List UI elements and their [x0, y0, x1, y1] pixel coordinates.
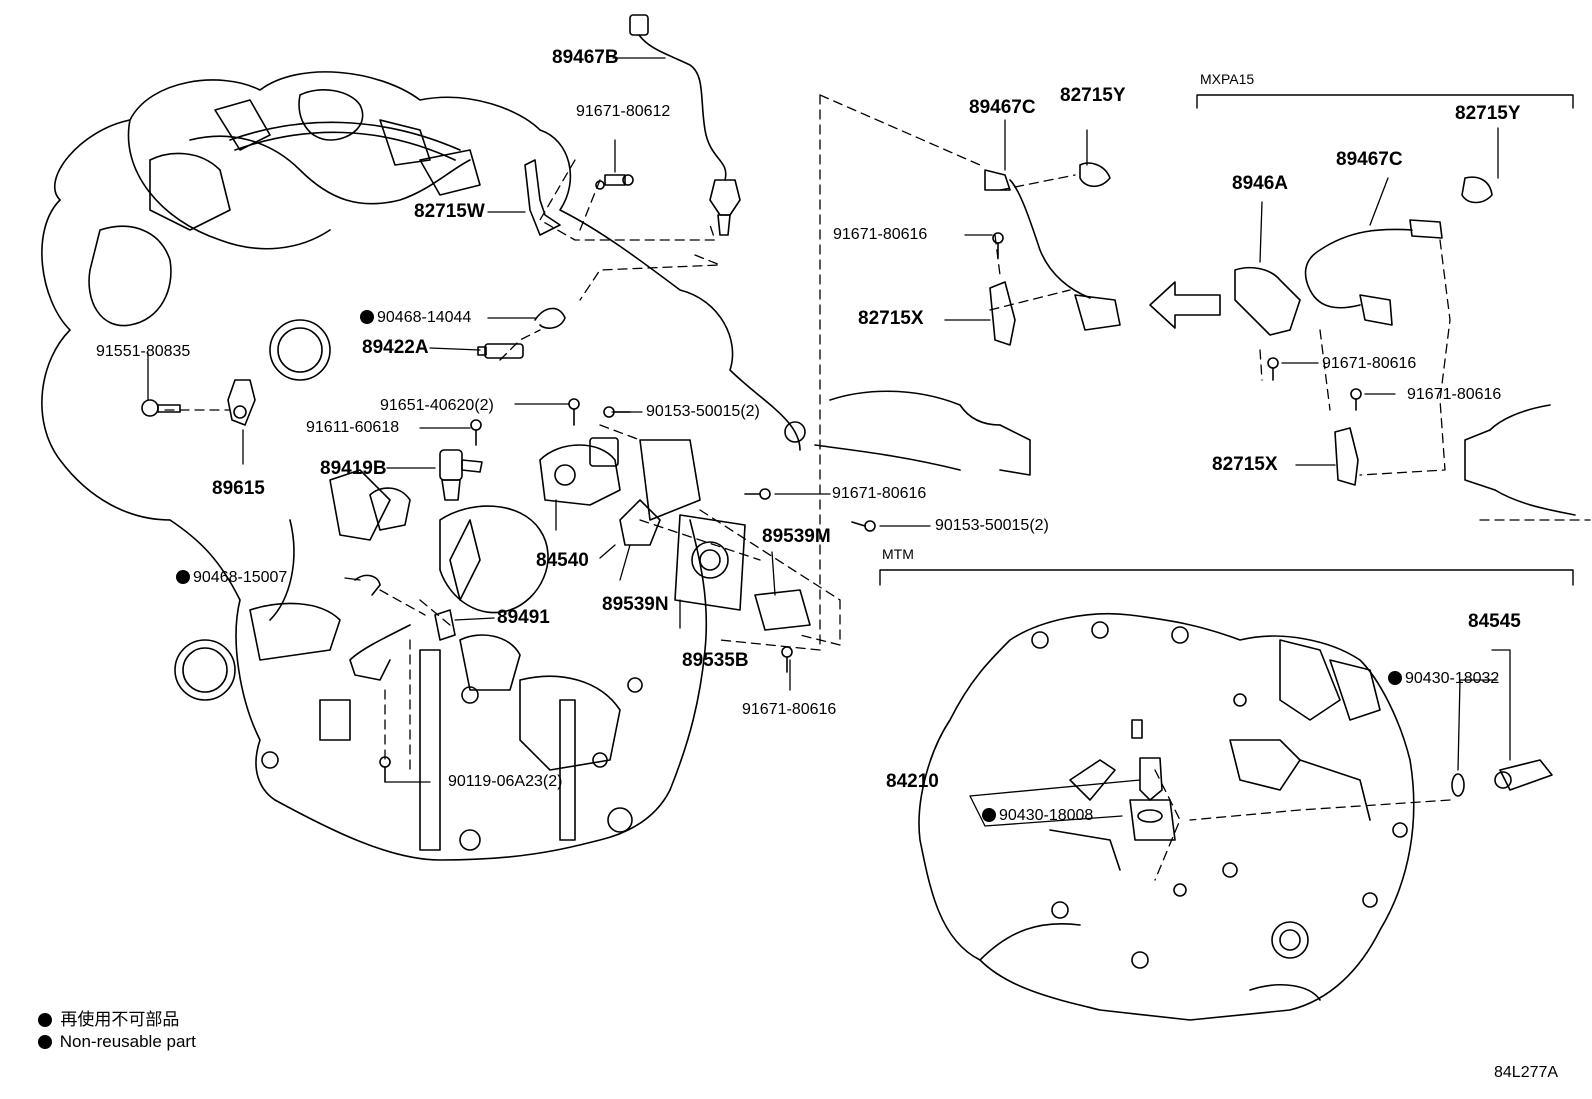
callout-84545: 84545 [1468, 611, 1521, 632]
bracket-82715X-right [1334, 427, 1359, 486]
small-bolts-left [379, 180, 876, 783]
non-reusable-marker-icon [176, 570, 190, 584]
bolt-91671-80616-mid [992, 232, 1004, 259]
callout-89422A: 89422A [362, 337, 429, 358]
o-ring [784, 421, 806, 443]
callout-90468-14044-text: 90468-14044 [377, 309, 472, 326]
callout-91671-80616-b: 91671-80616 [1322, 355, 1417, 372]
clip-82715Y-right [1461, 176, 1493, 204]
callout-8946A: 8946A [1232, 173, 1288, 194]
callout-89467C-right: 89467C [1336, 149, 1403, 170]
legend-jp: 再使用不可部品 [38, 1005, 179, 1030]
callout-91611-60618: 91611-60618 [306, 419, 400, 436]
callout-89467C-mid: 89467C [969, 97, 1036, 118]
sensor-89467C-mid [984, 169, 1121, 331]
label-mtm: MTM [882, 546, 914, 562]
bracket-82715W [524, 159, 561, 236]
callout-90119-06A23: 90119-06A23(2) [448, 773, 563, 790]
mxpa15-bracket [1196, 94, 1574, 109]
callout-82715W: 82715W [414, 201, 485, 222]
sensor-89615 [227, 379, 256, 426]
callout-82715Y-mid: 82715Y [1060, 85, 1126, 106]
sensor-89467B [629, 14, 741, 236]
callout-89491: 89491 [497, 607, 550, 628]
switch-84545 [1494, 759, 1553, 791]
mtm-bracket [879, 569, 1574, 586]
callout-91671-80616-d: 91671-80616 [832, 485, 927, 502]
bolt-91671-80612 [604, 174, 634, 186]
legend-jp-text: 再使用不可部品 [60, 1010, 180, 1030]
callout-84540: 84540 [536, 550, 589, 571]
gasket-90430-18032 [1451, 773, 1465, 797]
callout-90153-50015-a: 90153-50015(2) [646, 403, 760, 420]
dashed-lines [164, 94, 1591, 881]
bracket-82715X-mid [989, 281, 1016, 346]
ecu-89535B [674, 514, 746, 611]
non-reusable-marker-icon [982, 808, 996, 822]
sensor-89467C-right [1304, 219, 1443, 326]
bolt-91551-80835 [141, 399, 181, 417]
sensor-89419B [439, 449, 483, 501]
callout-90430-18008: 90430-18008 [982, 808, 1093, 824]
engine-assembly-outline [41, 71, 801, 861]
legend-dot-icon [38, 1013, 52, 1027]
switch-84210 [1131, 719, 1163, 801]
callout-82715Y-right: 82715Y [1455, 103, 1521, 124]
label-mxpa15: MXPA15 [1200, 71, 1255, 87]
bracket-89539M [754, 589, 811, 631]
leader-lines-mtm [969, 649, 1511, 827]
leader-lines-right [1259, 127, 1499, 466]
wire-harness-8946A [1234, 266, 1301, 336]
callout-91671-80616-c: 91671-80616 [1407, 386, 1502, 403]
leader-lines-mid [944, 119, 1088, 321]
clip-90468-15007 [354, 574, 381, 596]
callout-91671-80616-a: 91671-80616 [833, 226, 928, 243]
sensor-89422A [477, 343, 524, 359]
legend-en: Non-reusable part [38, 1032, 196, 1052]
direction-arrow [1149, 281, 1221, 329]
callout-89539M: 89539M [762, 526, 831, 547]
clip-90468-14044 [534, 307, 566, 329]
gasket-90430-18008 [1137, 809, 1163, 823]
callout-90153-50015-b: 90153-50015(2) [935, 517, 1049, 534]
callout-90468-14044: 90468-14044 [360, 310, 471, 326]
legend-dot-icon [38, 1035, 52, 1049]
callout-82715X-right: 82715X [1212, 454, 1278, 475]
callout-84210: 84210 [886, 771, 939, 792]
clip-82715Y-mid [1079, 162, 1111, 188]
bracket-89539N [619, 499, 661, 546]
leader-lines-left [147, 57, 931, 783]
callout-90430-18032: 90430-18032 [1388, 671, 1499, 687]
callout-91551-80835: 91551-80835 [96, 343, 191, 360]
callout-89535B: 89535B [682, 650, 749, 671]
callout-89467B-top: 89467B [552, 47, 619, 68]
mtm-transmission-outline [918, 612, 1415, 1021]
non-reusable-marker-icon [1388, 671, 1402, 685]
switch-84540 [539, 437, 621, 506]
drive-shafts [814, 390, 1576, 516]
non-reusable-marker-icon [360, 310, 374, 324]
callout-82715X-mid: 82715X [858, 308, 924, 329]
callout-91671-80612: 91671-80612 [576, 103, 671, 120]
callout-90468-15007: 90468-15007 [176, 570, 287, 586]
sensor-89491 [349, 609, 456, 681]
callout-89419B: 89419B [320, 458, 387, 479]
callout-90430-18008-text: 90430-18008 [999, 807, 1094, 824]
figure-id: 84L277A [1494, 1064, 1559, 1081]
callout-90430-18032-text: 90430-18032 [1405, 670, 1500, 687]
callout-91651-40620: 91651-40620(2) [380, 397, 494, 414]
callout-91671-80616-e: 91671-80616 [742, 701, 837, 718]
callout-90468-15007-text: 90468-15007 [193, 569, 288, 586]
callout-89615: 89615 [212, 478, 265, 499]
bolts-right [1267, 357, 1362, 411]
legend-en-text: Non-reusable part [59, 1032, 196, 1051]
callout-89539N: 89539N [602, 594, 669, 615]
